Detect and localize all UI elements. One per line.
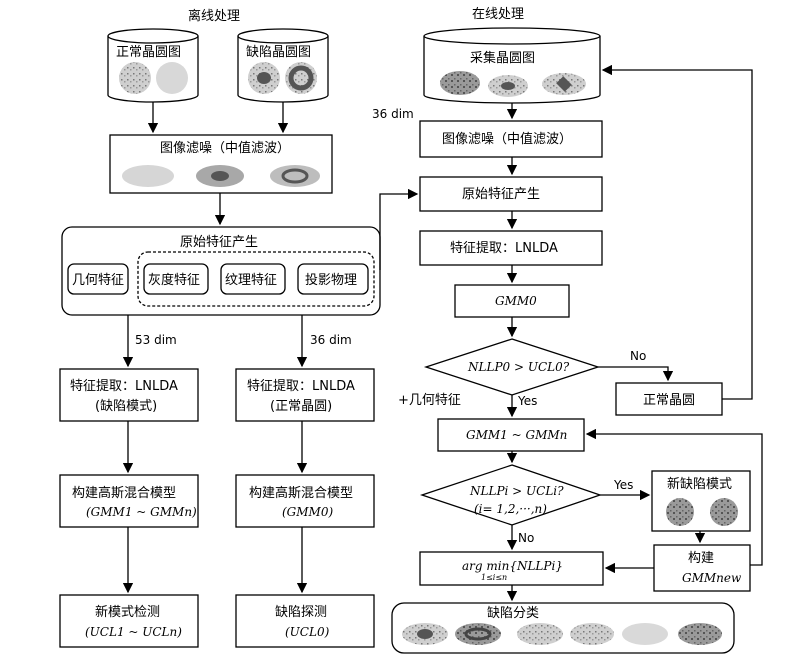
build-label: 构建 (688, 551, 714, 566)
feature-geometry: 几何特征 (72, 272, 124, 288)
decision-ucl0-label: NLLP0 > UCL0? (467, 360, 570, 374)
extract-right-line1: 特征提取：LNLDA (247, 378, 355, 394)
feature-grayscale: 灰度特征 (148, 272, 200, 288)
connector-no0 (598, 366, 674, 382)
gmm-right-line1: 构建高斯混合模型 (249, 485, 353, 501)
argmin-range: 1≤i≤n (481, 573, 507, 582)
plus-geometry-label: +几何特征 (398, 392, 461, 408)
gmm-left-line1: 构建高斯混合模型 (72, 485, 176, 501)
normal-wafer-box (615, 382, 723, 416)
offline-filter-box: 图像滤噪（中值滤波） (109, 134, 333, 194)
wafer-image (156, 62, 188, 94)
new-pattern-label: 新缺陷模式 (667, 476, 732, 492)
normal-wafer-label: 正常晶圆 (643, 393, 695, 408)
feature-projection: 投影物理 (305, 272, 357, 288)
gmm-right-line2: (GMM0) (282, 505, 333, 519)
detect-right-line2: (UCL0) (285, 625, 330, 639)
wafer-image (119, 62, 151, 94)
classify-label: 缺陷分类 (487, 606, 539, 621)
wafer-image (122, 165, 174, 187)
yes-label-0: Yes (517, 394, 537, 408)
offline-gmm-left: 构建高斯混合模型 (GMM1 ~ GMMn) (59, 474, 199, 528)
detect-left-line2: (UCL1 ~ UCLn) (85, 625, 182, 639)
offline-detect-left: 新模式检测 (UCL1 ~ UCLn) (59, 594, 199, 648)
collected-wafer-database: 采集晶圆图 (423, 27, 601, 104)
wafer-image (517, 623, 563, 645)
argmin-box (419, 551, 604, 586)
wafer-image (710, 498, 738, 526)
detect-left-line1: 新模式检测 (95, 604, 160, 620)
collect-db-label: 采集晶圆图 (470, 50, 535, 66)
new-defect-pattern-box: 新缺陷模式 (651, 470, 751, 532)
online-gmm0-box (454, 284, 570, 318)
online-filter-box (419, 120, 603, 158)
wafer-image (570, 623, 614, 645)
connector-build-feedback (585, 428, 763, 566)
offline-detect-right: 缺陷探测 (UCL0) (235, 594, 375, 648)
dim-label-right: 36 dim (310, 333, 352, 347)
decision-ucli-line1: NLLPi > UCLi? (469, 484, 564, 498)
online-gmm0-label: GMM0 (495, 294, 537, 308)
offline-feature-gen-label: 原始特征产生 (180, 235, 258, 250)
online-feature-gen-box (419, 176, 603, 212)
gmm-left-line2: (GMM1 ~ GMMn) (86, 505, 197, 519)
online-feature-gen-label: 原始特征产生 (462, 187, 540, 202)
online-dim-label: 36 dim (372, 107, 414, 121)
wafer-image (440, 71, 480, 95)
wafer-image (270, 165, 320, 187)
online-gmm-range-box (437, 418, 585, 452)
online-gmm-range-label: GMM1 ~ GMMn (466, 428, 567, 442)
online-title: 在线处理 (472, 7, 524, 22)
no-label-0: No (630, 349, 646, 363)
defect-wafer-database: 缺陷晶圆图 (237, 28, 329, 103)
offline-extract-right: 特征提取：LNLDA (正常晶圆) (235, 368, 375, 422)
dim-label-left: 53 dim (135, 333, 177, 347)
online-extract-box (419, 230, 603, 266)
defect-classification-box: 缺陷分类 (391, 602, 735, 654)
decision-ucli-line2: (i= 1,2,···,n) (474, 502, 547, 516)
wafer-image (678, 623, 722, 645)
normal-db-label: 正常晶圆图 (116, 45, 181, 60)
connector-normal-feedback (601, 64, 753, 400)
argmin-label: arg min{NLLPi} (462, 559, 563, 573)
no-label-i: No (518, 531, 534, 545)
wafer-image (455, 623, 501, 645)
defect-db-label: 缺陷晶圆图 (246, 45, 311, 60)
offline-extract-left: 特征提取：LNLDA (缺陷模式) (59, 368, 199, 422)
offline-gmm-right: 构建高斯混合模型 (GMM0) (235, 474, 375, 528)
offline-filter-label: 图像滤噪（中值滤波） (160, 140, 290, 156)
offline-feature-generation: 原始特征产生 几何特征 灰度特征 纹理特征 投影物理 (61, 226, 381, 316)
yes-label-i: Yes (613, 478, 633, 492)
feature-texture: 纹理特征 (225, 273, 277, 288)
online-filter-label: 图像滤噪（中值滤波） (442, 131, 572, 147)
gmm-new-label: GMMnew (682, 571, 742, 585)
connector-feature-gen (379, 188, 419, 270)
wafer-image (622, 623, 668, 645)
extract-right-line2: (正常晶圆) (270, 399, 332, 414)
offline-title: 离线处理 (188, 8, 240, 24)
extract-left-line2: (缺陷模式) (95, 399, 157, 414)
detect-right-line1: 缺陷探测 (275, 605, 327, 620)
online-extract-label: 特征提取：LNLDA (450, 240, 558, 256)
normal-wafer-database: 正常晶圆图 (107, 28, 199, 103)
wafer-image (666, 498, 694, 526)
extract-left-line1: 特征提取：LNLDA (70, 378, 178, 394)
